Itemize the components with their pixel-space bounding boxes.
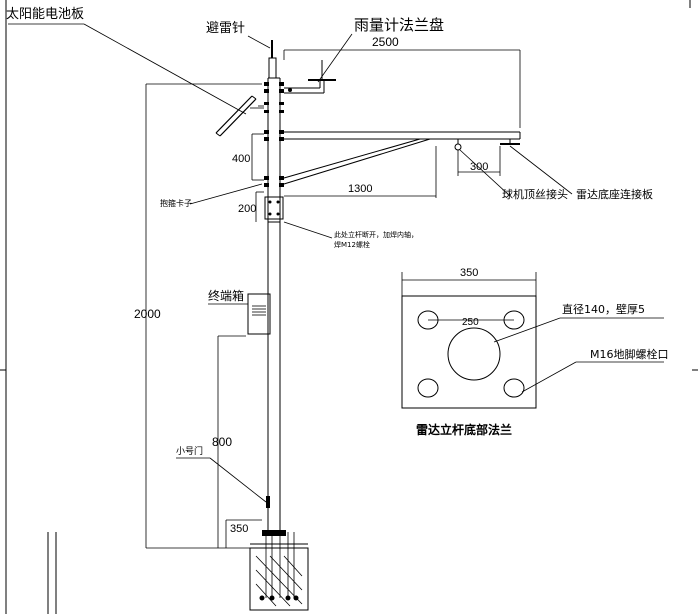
dim-800	[217, 335, 246, 548]
label-diameter-spec: 直径140，壁厚5	[562, 302, 645, 316]
dim-800-label: 800	[212, 435, 232, 449]
dim-2000-label: 2000	[134, 307, 161, 321]
dome-camera-adapter	[454, 139, 462, 151]
flange-dim-250-label: 250	[462, 317, 479, 328]
dim-1300	[284, 146, 437, 198]
leader-anchor-bolt	[521, 361, 577, 393]
solar-panel	[215, 95, 257, 137]
label-lightning-rod: 避雷针	[206, 21, 245, 36]
label-solar-panel: 太阳能电池板	[6, 7, 84, 22]
lightning-rod	[268, 57, 277, 79]
dim-400-label: 400	[232, 153, 250, 165]
leader-small-door	[209, 457, 267, 503]
flange-dim-350-label: 350	[460, 267, 478, 279]
pole-clamps	[264, 82, 284, 187]
dim-2500	[283, 49, 521, 128]
label-anchor-bolt-hole: M16地脚螺栓口	[590, 347, 669, 361]
dim-200-label: 200	[238, 203, 256, 215]
label-pole-note-line2: 焊M12螺栓	[334, 240, 370, 249]
pole-joint-plate	[264, 196, 284, 220]
foundation	[249, 530, 309, 611]
leader-pole-note	[283, 221, 333, 239]
label-radar-base-plate: 雷达底座连接板	[576, 187, 653, 201]
diagonal-brace	[283, 138, 431, 185]
leader-rain-gauge	[317, 33, 353, 83]
rain-gauge-bracket	[284, 60, 336, 94]
dim-300-label: 300	[470, 161, 488, 173]
label-terminal-box: 终端箱	[208, 288, 244, 303]
label-flange-title: 雷达立杆底部法兰	[416, 422, 512, 437]
dim-400	[251, 133, 264, 181]
label-pole-note-line1: 此处立杆断开，加焊内轴，	[334, 230, 418, 239]
label-small-door: 小号门	[176, 445, 203, 457]
leader-solar	[83, 23, 247, 115]
leader-dome-adapter	[459, 149, 511, 197]
dim-2000	[145, 83, 262, 549]
small-door	[266, 496, 270, 508]
flange-dim-350	[401, 272, 537, 296]
terminal-box	[247, 293, 271, 335]
label-hoop-clamp: 抱箍卡子	[160, 198, 192, 208]
main-pole	[267, 77, 281, 530]
leader-lightning-rod	[247, 35, 271, 49]
dim-200	[255, 191, 264, 222]
label-dome-camera-adapter: 球机顶丝接头	[502, 187, 568, 201]
dim-300	[457, 146, 501, 176]
flange-plate	[401, 295, 537, 409]
leader-radar-plate	[509, 145, 573, 195]
dim-2500-label: 2500	[372, 35, 399, 49]
leader-diameter	[493, 317, 561, 343]
radar-base-plate	[500, 139, 520, 145]
label-rain-gauge-flange: 雨量计法兰盘	[354, 16, 444, 34]
leader-hoop-clamp	[189, 183, 263, 205]
dim-350-base	[225, 519, 262, 548]
dim-350-base-label: 350	[230, 523, 248, 535]
main-arm	[284, 131, 521, 140]
dim-1300-label: 1300	[348, 183, 372, 195]
